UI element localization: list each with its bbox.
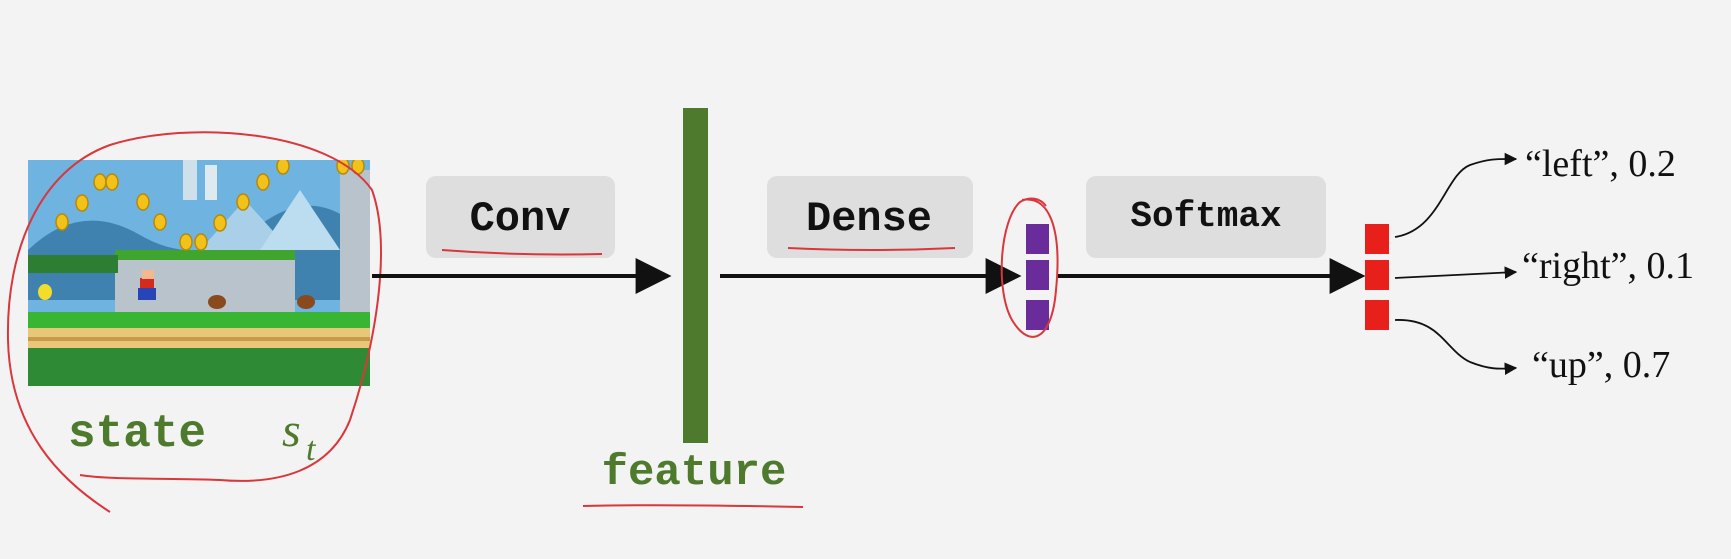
softmax-label: Softmax — [1130, 196, 1281, 237]
dense-box — [767, 176, 973, 258]
arrow-to-right — [1394, 266, 1518, 279]
mario-game-screenshot-icon — [28, 160, 370, 386]
state-symbol: s — [282, 404, 301, 457]
output-left-label: “left”, 0.2 — [1525, 143, 1676, 185]
dense-units-annotation — [1000, 197, 1059, 338]
softmax-box — [1086, 176, 1326, 258]
feature-underline — [582, 504, 804, 508]
state-subscript: t — [306, 431, 317, 468]
arrow-to-left — [1394, 152, 1518, 238]
softmax-unit — [1365, 260, 1389, 290]
dense-unit — [1026, 224, 1049, 254]
dense-unit — [1026, 260, 1049, 290]
output-up-label: “up”, 0.7 — [1532, 344, 1670, 386]
softmax-unit — [1365, 224, 1389, 254]
dense-underline — [787, 247, 956, 251]
output-right-label: “right”, 0.1 — [1522, 245, 1694, 287]
dense-unit — [1026, 300, 1049, 330]
softmax-units — [1365, 224, 1389, 330]
conv-label: Conv — [470, 195, 571, 243]
feature-bar — [683, 108, 708, 443]
softmax-unit — [1365, 300, 1389, 330]
conv-box — [426, 176, 615, 258]
feature-label: feature — [602, 448, 787, 498]
dense-units — [1026, 224, 1049, 330]
arrow-to-up — [1394, 319, 1518, 375]
dense-label: Dense — [806, 195, 932, 243]
conv-underline — [441, 249, 603, 256]
state-label: state — [68, 408, 206, 460]
state-annotation-circle — [6, 131, 382, 513]
